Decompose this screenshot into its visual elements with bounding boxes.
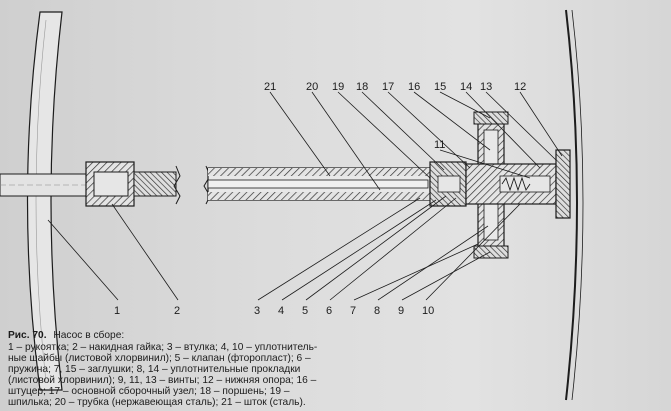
callout-1: 1 (114, 305, 120, 317)
callout-3: 3 (254, 305, 260, 317)
callout-18: 18 (356, 81, 368, 93)
callout-16: 16 (408, 81, 420, 93)
callout-7: 7 (350, 305, 356, 317)
callout-6: 6 (326, 305, 332, 317)
bottom-callouts: 1 2 3 4 5 6 7 8 9 10 (114, 305, 434, 317)
callout-21: 21 (264, 81, 276, 93)
caption-line: шпилька; 20 – трубка (нержавеющая сталь)… (8, 396, 306, 408)
callout-4: 4 (278, 305, 284, 317)
top-callouts: 21 20 19 18 17 16 15 14 13 12 11 (264, 81, 526, 151)
callout-15: 15 (434, 81, 446, 93)
callout-19: 19 (332, 81, 344, 93)
piston (429, 161, 467, 207)
callout-2: 2 (174, 305, 180, 317)
callout-5: 5 (302, 305, 308, 317)
callout-11: 11 (434, 139, 445, 151)
caption-line: пружина; 7, 15 – заглушки; 8, 14 – уплот… (8, 364, 300, 375)
callout-17: 17 (382, 81, 394, 93)
bottom-leaders (47, 195, 521, 301)
callout-9: 9 (398, 305, 404, 317)
svg-text:Рис. 70. Насос в сборе:: Рис. 70. Насос в сборе: (8, 329, 124, 341)
figure-caption: Рис. 70. Насос в сборе: 1 – рукоятка; 2 … (8, 329, 317, 408)
handle (26, 11, 63, 391)
tube-left (133, 171, 177, 197)
callout-20: 20 (306, 81, 318, 93)
callout-12: 12 (514, 81, 526, 93)
caption-line: (листовой хлорвинил); 9, 11, 13 – винты;… (8, 375, 317, 386)
handle-stub (0, 173, 87, 197)
tube-main (207, 167, 431, 201)
main-assembly (465, 111, 557, 259)
caption-line: ные шайбы (листовой хлорвинил); 5 – клап… (8, 352, 311, 364)
caption-line: 1 – рукоятка; 2 – накидная гайка; 3 – вт… (8, 342, 317, 353)
figure-label: Рис. 70. (8, 330, 47, 341)
cap-nut (85, 161, 135, 207)
callout-8: 8 (374, 305, 380, 317)
callout-14: 14 (460, 81, 472, 93)
callout-10: 10 (422, 305, 434, 317)
tube-break (173, 165, 211, 205)
callout-13: 13 (480, 81, 492, 93)
bottom-support (555, 9, 584, 401)
figure-title: Насос в сборе: (53, 329, 124, 341)
top-leaders (269, 91, 563, 191)
caption-line: штуцер; 17 – основной сборочный узел; 18… (8, 385, 290, 397)
